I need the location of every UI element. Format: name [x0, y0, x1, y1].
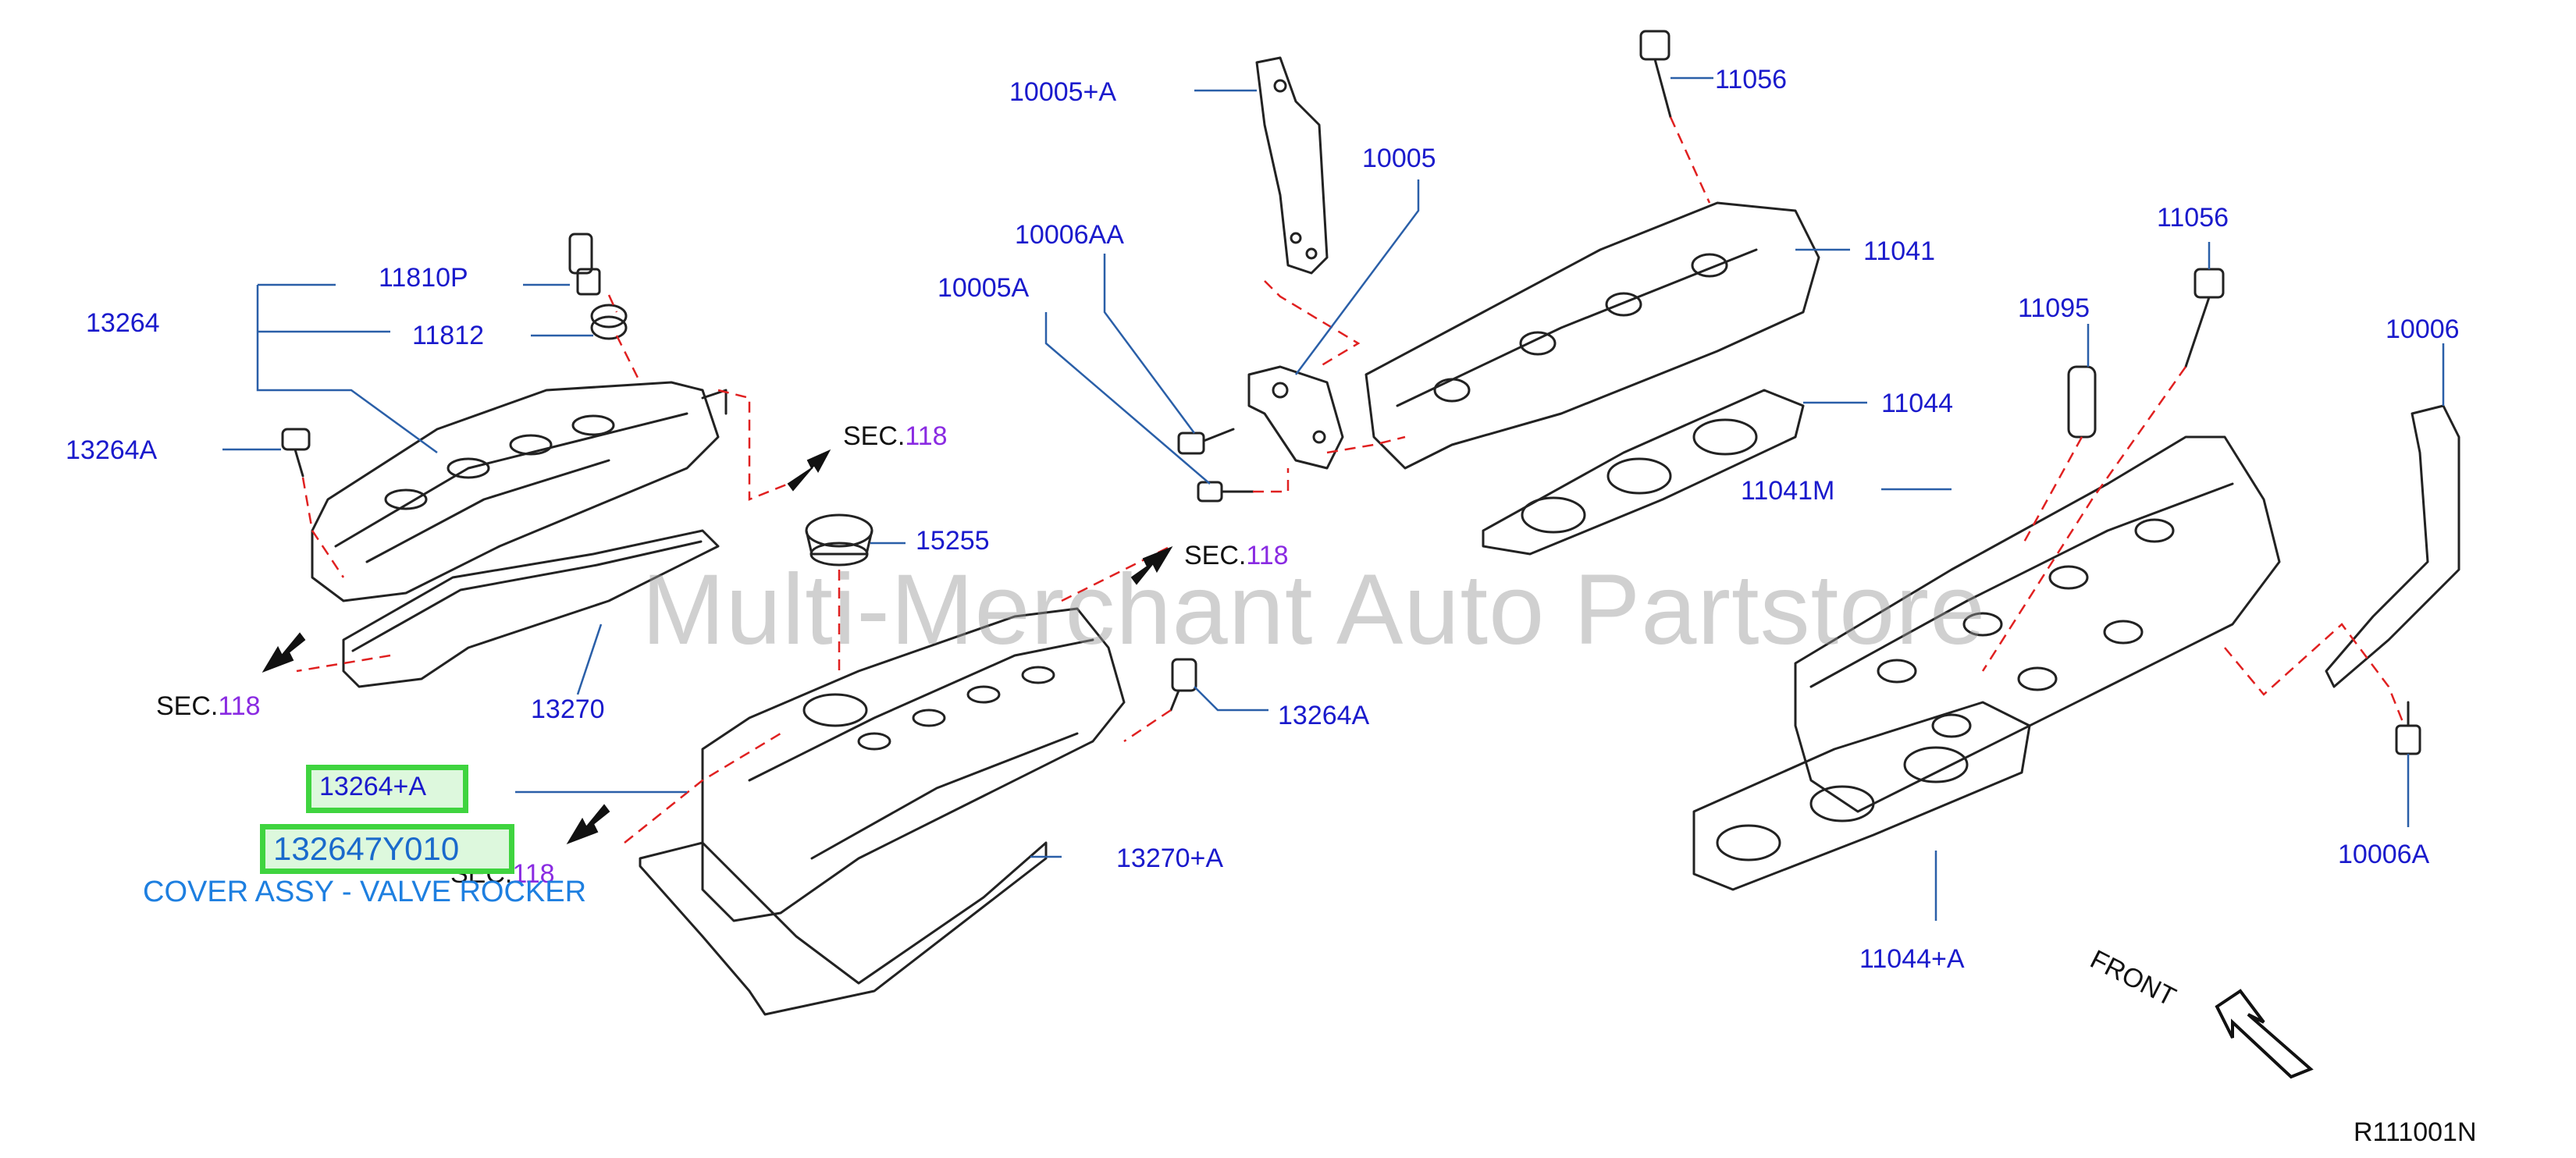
sec-arrow-1: [787, 449, 831, 492]
part-label-11056-right[interactable]: 11056: [2157, 203, 2229, 233]
part-label-11095[interactable]: 11095: [2018, 293, 2090, 323]
sec-number: 118: [905, 421, 948, 451]
part-label-10005A[interactable]: 10005A: [938, 273, 1030, 303]
highlighted-callout[interactable]: 13264+A: [306, 765, 468, 813]
bracket-10005[interactable]: [1247, 365, 1344, 470]
oil-filler-cap[interactable]: [805, 513, 873, 567]
part-label-13270A[interactable]: 13270+A: [1116, 844, 1224, 873]
sec-prefix: SEC.: [843, 421, 906, 451]
part-label-10005[interactable]: 10005: [1362, 144, 1436, 173]
dowel-11095[interactable]: [2067, 365, 2097, 439]
sec-arrows: [262, 449, 1173, 844]
sec-ref-1[interactable]: SEC.118: [843, 423, 948, 449]
sec-number: 118: [1246, 541, 1289, 570]
head-bolt-right[interactable]: [2184, 268, 2225, 368]
bracket-10005A[interactable]: [1255, 56, 1329, 275]
valve-cover-left[interactable]: [311, 381, 728, 602]
gasket-left[interactable]: [342, 529, 720, 688]
sec-prefix: SEC.: [156, 691, 219, 721]
bracket-10006[interactable]: [2325, 404, 2460, 688]
part-label-11041[interactable]: 11041: [1863, 236, 1936, 266]
gasket-right[interactable]: [639, 841, 1048, 1016]
part-description: COVER ASSY - VALVE ROCKER: [143, 876, 587, 908]
part-label-15255[interactable]: 15255: [916, 526, 990, 556]
sec-number: 118: [218, 691, 261, 721]
part-label-13264A-mid[interactable]: 13264A: [1278, 701, 1370, 730]
part-label-11812[interactable]: 11812: [412, 321, 485, 350]
bolt-10006AA[interactable]: [1177, 428, 1235, 455]
part-label-11044[interactable]: 11044: [1881, 389, 1954, 418]
sec-number: 118: [512, 859, 555, 889]
cylinder-head-11041[interactable]: [1364, 201, 1820, 470]
part-label-11056-top[interactable]: 11056: [1715, 65, 1788, 94]
part-label-11810P[interactable]: 11810P: [379, 263, 468, 293]
pcv-grommet[interactable]: [590, 304, 628, 340]
head-bolt-top[interactable]: [1639, 30, 1672, 119]
cylinder-head-11041M[interactable]: [1794, 435, 2281, 813]
part-label-13264A-top[interactable]: 13264A: [66, 435, 158, 465]
part-label-11041M[interactable]: 11041M: [1741, 476, 1835, 506]
part-label-10006AA[interactable]: 10006AA: [1015, 220, 1124, 250]
valve-cover-right[interactable]: [701, 607, 1126, 922]
part-label-10006A[interactable]: 10006A: [2338, 840, 2430, 869]
part-label-13264[interactable]: 13264: [86, 308, 160, 338]
head-gasket-11044A[interactable]: [1692, 701, 2031, 891]
sec-arrow-3: [262, 632, 306, 673]
part-label-10005A-plus[interactable]: 10005+A: [1009, 77, 1117, 107]
sec-ref-2[interactable]: SEC.118: [1184, 542, 1289, 569]
sec-ref-3[interactable]: SEC.118: [156, 693, 261, 719]
bolt-10006A[interactable]: [2395, 701, 2421, 755]
part-label-11044A[interactable]: 11044+A: [1859, 944, 1965, 974]
bolt-10005A[interactable]: [1197, 481, 1254, 503]
diagram-code: R111001N: [2354, 1117, 2477, 1147]
part-label-13270[interactable]: 13270: [531, 694, 605, 724]
sec-arrow-2: [1130, 545, 1173, 585]
sec-arrow-4: [566, 804, 610, 844]
part-label-10006[interactable]: 10006: [2386, 314, 2460, 344]
front-arrow: [2215, 989, 2314, 1079]
leader-lines: [222, 76, 2445, 921]
pcv-valve[interactable]: [568, 233, 601, 296]
highlighted-part-number[interactable]: 132647Y010: [260, 824, 514, 874]
head-gasket-11044[interactable]: [1482, 389, 1805, 556]
cover-bolt-mid[interactable]: [1169, 658, 1197, 712]
sec-prefix: SEC.: [1184, 541, 1247, 570]
watermark: Multi-Merchant Auto Partstore: [642, 554, 1987, 666]
cover-bolt-top[interactable]: [281, 428, 311, 478]
assembly-dash-lines: [296, 116, 2406, 844]
